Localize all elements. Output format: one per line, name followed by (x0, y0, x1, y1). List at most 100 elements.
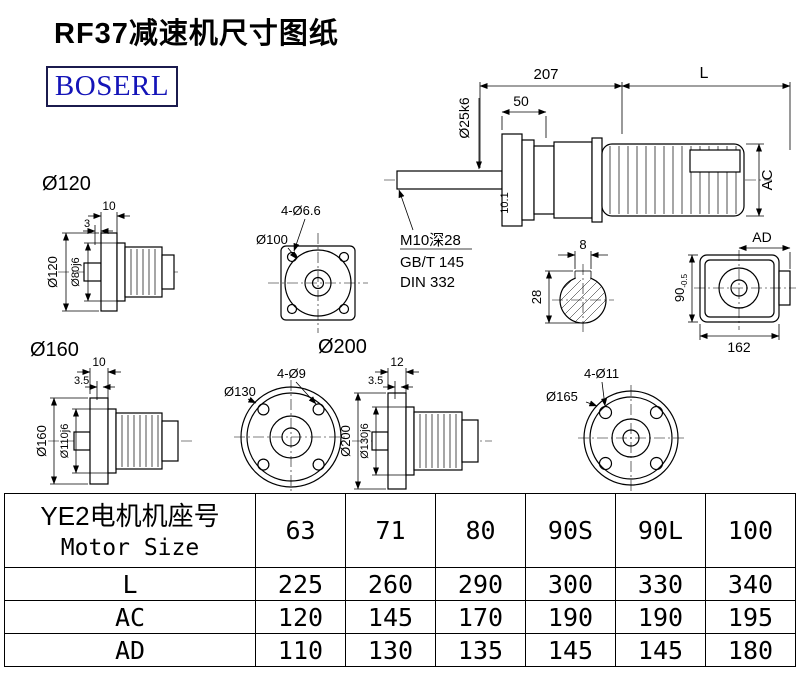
motor-fins (609, 146, 737, 214)
header-en: Motor Size (60, 534, 200, 561)
flange-dia-label: Ø200 (338, 425, 353, 457)
rear-housing (699, 254, 780, 323)
flange-dia-label: Ø160 (34, 425, 49, 457)
technical-drawing: 207 L 50 Ø25k6 10.1 M10深28 GB/T 145 DIN … (30, 65, 796, 493)
cell-AC-90l: 190 (615, 600, 706, 634)
holes-label: 4-Ø11 (584, 366, 619, 381)
dim-90-label: 90-0.5 (672, 273, 689, 302)
end-cap (461, 419, 479, 463)
col-header-90l: 90L (615, 493, 706, 568)
gearbox-step (521, 139, 535, 221)
bolt-hole (257, 403, 270, 416)
section-label-o160: Ø160 (30, 339, 79, 361)
flange-dia-label: Ø120 (45, 256, 60, 288)
rear-housing-inner (704, 259, 775, 318)
flange-rim (589, 396, 673, 480)
dimension-12: 12 (375, 355, 419, 403)
spigot (116, 242, 126, 302)
shaft-stub (83, 262, 102, 282)
dimension-spigot-dia: Ø130j6 (359, 406, 406, 476)
dim-12-label: 12 (390, 355, 404, 369)
col-header-100: 100 (705, 493, 796, 568)
cell-AC-71: 145 (345, 600, 436, 634)
section-label-o200: Ø200 (318, 336, 367, 358)
bolt-hole (312, 458, 325, 471)
bolt-hole (649, 456, 664, 471)
dimension-flange-dia: Ø200 (338, 392, 386, 490)
flange-disc (89, 397, 109, 485)
section-label-o120: Ø120 (42, 173, 91, 195)
dim-207-label: 207 (533, 66, 558, 83)
gearbox-body-front (533, 145, 555, 215)
table-row-AC: AC 120 145 170 190 190 195 (4, 600, 796, 634)
col-header-80: 80 (435, 493, 526, 568)
dimension-ad: AD (738, 229, 791, 269)
bolt-hole (286, 303, 298, 315)
dia-label: Ø165 (546, 389, 578, 404)
cell-AD-90l: 145 (615, 633, 706, 667)
dimension-8: 8 (558, 237, 608, 269)
bolt-hole (598, 456, 613, 471)
view-shaft-keyway-section: 8 28 (529, 237, 614, 334)
cell-AC-80: 170 (435, 600, 526, 634)
cell-L-63: 225 (255, 567, 346, 601)
cell-L-90l: 330 (615, 567, 706, 601)
dim-10-label: 10 (92, 355, 106, 369)
dimension-flange-dia: Ø120 (45, 232, 99, 312)
dimension-3: 3 (83, 218, 113, 245)
std-din-label: DIN 332 (400, 274, 455, 291)
dim-ad-label: AD (752, 229, 771, 245)
housing (115, 412, 163, 470)
table-row-AD: AD 110 130 135 145 145 180 (4, 633, 796, 667)
dimension-162: 162 (699, 324, 780, 355)
cell-AD-80: 135 (435, 633, 526, 667)
housing-fins (419, 414, 457, 468)
spigot (107, 408, 117, 474)
housing-fins (121, 415, 159, 467)
housing (124, 246, 163, 298)
dim-28-label: 28 (529, 290, 544, 304)
dimension-207-L: 207 L (479, 65, 791, 168)
cell-L-80: 290 (435, 567, 526, 601)
col-header-90s: 90S (525, 493, 616, 568)
dimension-10: 10 (77, 355, 121, 405)
thread-note-label: M10深28 (400, 232, 461, 249)
dimension-10: 10 (88, 199, 130, 245)
dim-3-5-label: 3.5 (368, 375, 383, 387)
dim-L-label: L (700, 65, 709, 82)
output-shaft (396, 170, 503, 190)
spigot-dia-label: Ø130j6 (359, 423, 371, 458)
dimension-3-5: 3.5 (74, 375, 115, 400)
cell-AC-90s: 190 (525, 600, 616, 634)
shaft-dia-label: Ø25k6 (456, 97, 472, 138)
row-label-AD: AD (4, 633, 256, 667)
dim-10-label: 10 (102, 199, 116, 213)
thread-note-block: M10深28 GB/T 145 DIN 332 (398, 189, 472, 291)
dimension-flange-dia: Ø160 (34, 397, 88, 485)
cell-L-90s: 300 (525, 567, 616, 601)
motor-size-table: YE2电机机座号 Motor Size 63 71 80 90S 90L 100… (4, 493, 796, 667)
col-header-71: 71 (345, 493, 436, 568)
end-cap (161, 254, 175, 290)
col-header-63: 63 (255, 493, 346, 568)
view-o200-side: Ø200 12 (318, 336, 492, 490)
shaft-stub (371, 431, 389, 451)
header-cn: YE2电机机座号 (40, 500, 220, 531)
page-title: RF37减速机尺寸图纸 (54, 18, 339, 50)
bolt-hole (338, 303, 350, 315)
cell-AD-71: 130 (345, 633, 436, 667)
dimension-shaft-dia: Ø25k6 (456, 97, 483, 170)
cell-AC-100: 195 (705, 600, 796, 634)
bolt-hole (312, 403, 325, 416)
table-row-L: L 225 260 290 300 330 340 (4, 567, 796, 601)
cell-AD-90s: 145 (525, 633, 616, 667)
dim-3-5-label: 3.5 (74, 375, 89, 387)
dia-label: Ø130 (224, 384, 256, 399)
dimension-spigot-dia: Ø80j6 (70, 242, 117, 302)
holes-label: 4-Ø9 (277, 366, 306, 381)
cell-AD-100: 180 (705, 633, 796, 667)
table-header-row: YE2电机机座号 Motor Size 63 71 80 90S 90L 100 (4, 493, 796, 568)
flange-disc (100, 232, 118, 312)
bolt-hole (649, 405, 664, 420)
